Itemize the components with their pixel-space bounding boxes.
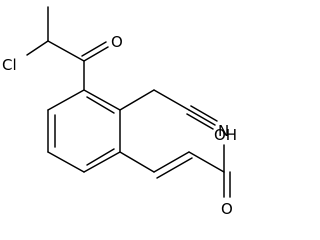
ring-bond xyxy=(47,151,85,173)
chlorine-bond xyxy=(26,40,49,56)
ring-bond xyxy=(47,89,85,111)
chemical-structure-diagram: Cl O N OH O xyxy=(2,6,237,218)
chloropropanoyl-group: Cl O xyxy=(2,6,123,91)
carbonyl-alpha-bond xyxy=(47,40,85,62)
carboxyl-carbon-bond xyxy=(188,151,225,173)
ring-bond xyxy=(83,151,121,173)
ketone-oxygen-label: O xyxy=(111,33,123,51)
acid-carbonyl-oxygen-label: O xyxy=(221,200,233,218)
chlorine-atom-label: Cl xyxy=(2,56,17,74)
cyanomethyl-group: N xyxy=(119,89,229,140)
acrylic-acid-group: OH O xyxy=(119,126,237,218)
carbonyl-double-bond xyxy=(81,41,107,57)
nitrile-nitrogen-label: N xyxy=(218,122,229,140)
ring-bond xyxy=(83,89,121,111)
nitrile-triple-bond xyxy=(188,109,216,126)
nitrile-carbon-bond xyxy=(153,89,190,111)
methylene-bond xyxy=(119,89,155,111)
nitrile-triple-bond xyxy=(190,105,218,122)
alkene-double-bond xyxy=(153,151,190,173)
hydroxyl-label: OH xyxy=(214,126,237,144)
vinyl-bond xyxy=(119,151,155,173)
ring-double-bond xyxy=(86,148,115,166)
benzene-ring xyxy=(47,89,121,173)
alkene-double-bond xyxy=(156,157,193,179)
nitrile-triple-bond xyxy=(186,113,214,130)
carbonyl-double-bond xyxy=(83,46,109,62)
ring-double-bond xyxy=(86,96,115,114)
